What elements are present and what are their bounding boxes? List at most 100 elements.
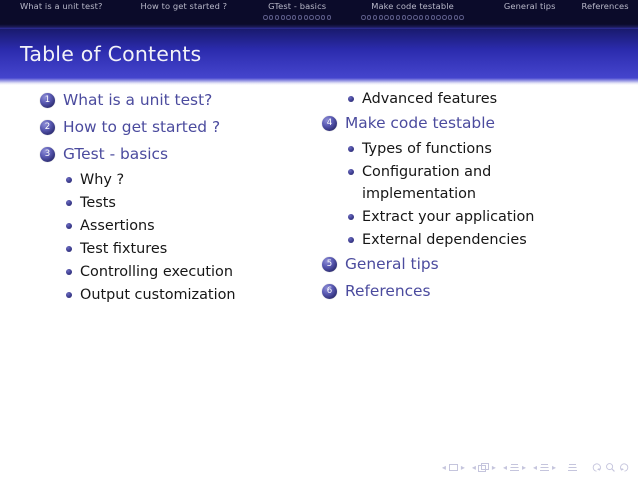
toc-subsection-label: Why ? — [80, 172, 125, 188]
nav-slide-dot[interactable] — [384, 15, 389, 20]
nav-slide-dot[interactable] — [361, 15, 366, 20]
nav-slide-dot[interactable] — [303, 15, 309, 20]
next-section-icon[interactable]: ▸ — [551, 462, 556, 472]
toc-subsection-entry[interactable]: Extract your application — [322, 206, 622, 228]
nav-slide-dot[interactable] — [378, 15, 383, 20]
nav-slide-dot[interactable] — [372, 15, 378, 20]
nav-slide-dot[interactable] — [459, 15, 464, 20]
bullet-icon — [348, 237, 354, 243]
previous-subsection-icon[interactable]: ◂ — [502, 462, 507, 472]
page-title: Table of Contents — [20, 41, 202, 66]
headline-navigation-bar: What is a unit test? How to get started … — [0, 0, 638, 24]
nav-slide-dot[interactable] — [297, 15, 303, 20]
nav-slide-dot[interactable] — [268, 15, 274, 20]
next-slide-icon[interactable]: ▸ — [460, 462, 465, 472]
next-frame-icon[interactable]: ▸ — [491, 462, 496, 472]
nav-slide-dot[interactable] — [424, 15, 430, 20]
nav-slide-dot[interactable] — [321, 15, 326, 20]
document-nav-icon[interactable] — [567, 463, 578, 473]
toc-subsection-label: Assertions — [80, 218, 155, 234]
previous-frame-icon[interactable]: ◂ — [471, 462, 476, 472]
slide-navigation-group[interactable]: ◂ ▸ — [442, 463, 465, 473]
nav-slide-dot[interactable] — [309, 15, 314, 20]
frame-nav-icon[interactable] — [477, 462, 490, 473]
nav-section-dots[interactable] — [361, 13, 464, 22]
toc-subsection-label: Types of functions — [362, 141, 492, 157]
bullet-icon — [348, 146, 354, 152]
nav-section-gtest-basics[interactable]: GTest - basics — [257, 0, 337, 24]
toc-subsection-entry[interactable]: Test fixtures — [40, 238, 330, 260]
nav-section-general-tips[interactable]: General tips — [498, 0, 562, 24]
nav-slide-dot[interactable] — [453, 15, 459, 20]
nav-slide-dot[interactable] — [292, 15, 297, 20]
beamer-navigation-symbols[interactable]: ◂ ▸ ◂ ▸ ◂ ▸ ◂ ▸ — [442, 462, 630, 473]
nav-slide-dot[interactable] — [401, 15, 407, 20]
nav-slide-dot[interactable] — [326, 15, 332, 20]
subsection-nav-icon[interactable] — [509, 463, 520, 473]
history-navigation-group[interactable] — [591, 462, 630, 473]
nav-slide-dot[interactable] — [390, 15, 395, 20]
go-forward-icon[interactable] — [619, 462, 630, 473]
nav-slide-dot[interactable] — [436, 15, 441, 20]
toc-subsection-entry[interactable]: Types of functions — [322, 138, 622, 160]
nav-slide-dot[interactable] — [280, 15, 285, 20]
slide-nav-icon[interactable] — [448, 463, 459, 472]
nav-slide-dot[interactable] — [286, 15, 291, 20]
nav-slide-dot[interactable] — [447, 15, 453, 20]
bullet-icon — [66, 200, 72, 206]
bullet-icon — [66, 246, 72, 252]
nav-slide-dot[interactable] — [395, 15, 401, 20]
nav-section-what-is-a-unit-test[interactable]: What is a unit test? — [14, 0, 108, 24]
toc-subsection-entry[interactable]: External dependencies — [322, 229, 622, 251]
toc-subsection-entry[interactable]: Advanced features — [322, 88, 622, 110]
nav-slide-dot[interactable] — [315, 15, 320, 20]
section-number-badge: 4 — [322, 116, 337, 131]
nav-slide-dot[interactable] — [274, 15, 280, 20]
toc-subsection-entry[interactable]: Controlling execution — [40, 261, 330, 283]
nav-slide-dot[interactable] — [366, 15, 372, 20]
previous-section-icon[interactable]: ◂ — [532, 462, 537, 472]
nav-section-label: Make code testable — [371, 1, 454, 11]
toc-subsection-entry[interactable]: Why ? — [40, 169, 330, 191]
toc-subsection-entry[interactable]: Configuration and implementation — [322, 161, 622, 205]
nav-section-how-to-get-started[interactable]: How to get started ? — [134, 0, 233, 24]
titlebar-shadow — [0, 78, 638, 85]
toc-subsection-entry[interactable]: Output customization — [40, 284, 330, 306]
nav-section-label: References — [581, 1, 629, 11]
nav-section-label: General tips — [503, 1, 556, 11]
section-nav-icon[interactable] — [539, 463, 550, 473]
bullet-icon — [66, 177, 72, 183]
nav-slide-dot[interactable] — [442, 15, 447, 20]
section-navigation-group[interactable]: ◂ ▸ — [533, 463, 556, 473]
toc-subsection-label: Tests — [80, 195, 116, 211]
subsection-navigation-group[interactable]: ◂ ▸ — [503, 463, 526, 473]
nav-section-label: GTest - basics — [268, 1, 327, 11]
frame-navigation-group[interactable]: ◂ ▸ — [471, 462, 496, 473]
nav-section-dots[interactable] — [263, 13, 332, 22]
nav-slide-dot[interactable] — [418, 15, 424, 20]
search-icon[interactable] — [605, 462, 616, 473]
nav-slide-dot[interactable] — [413, 15, 418, 20]
toc-subsection-entry[interactable]: Assertions — [40, 215, 330, 237]
nav-slide-dot[interactable] — [430, 15, 435, 20]
toc-subsection-entry[interactable]: Tests — [40, 192, 330, 214]
toc-section-label: General tips — [345, 255, 439, 273]
nav-section-make-code-testable[interactable]: Make code testable — [355, 0, 470, 24]
previous-slide-icon[interactable]: ◂ — [441, 462, 446, 472]
go-back-icon[interactable] — [591, 462, 602, 473]
nav-slide-dot[interactable] — [263, 15, 268, 20]
toc-subsection-label: External dependencies — [362, 232, 527, 248]
section-number-badge: 1 — [40, 93, 55, 108]
nav-section-references[interactable]: References — [576, 0, 635, 24]
slide-title-bar: Table of Contents — [0, 29, 638, 78]
nav-section-label: How to get started ? — [140, 1, 228, 11]
nav-slide-dot[interactable] — [407, 15, 412, 20]
next-subsection-icon[interactable]: ▸ — [521, 462, 526, 472]
